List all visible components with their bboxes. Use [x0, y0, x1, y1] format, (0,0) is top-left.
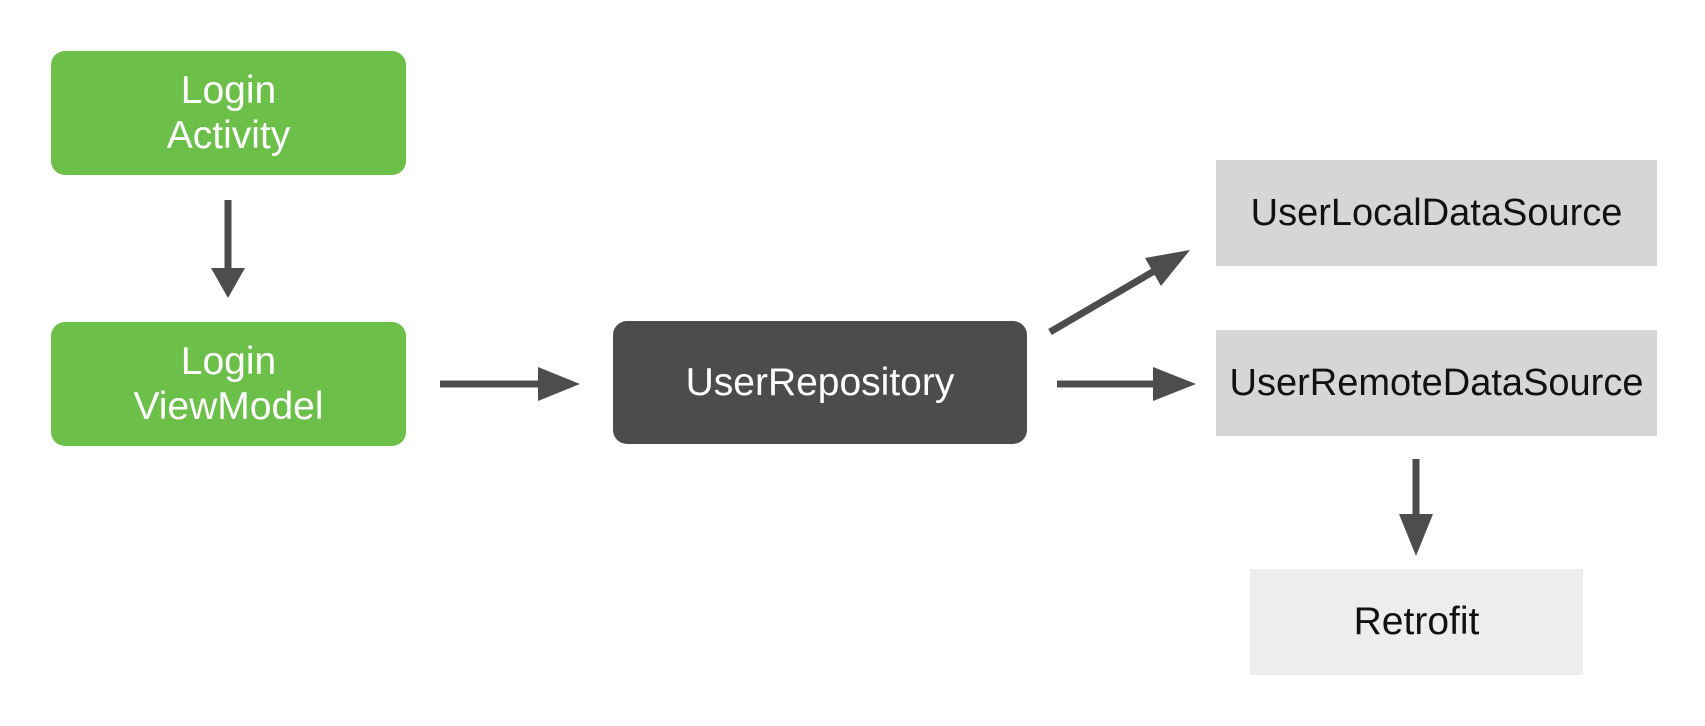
node-login-activity-label-line2: Activity [166, 114, 291, 157]
arrow-activity-to-viewmodel [211, 200, 245, 298]
node-retrofit: Retrofit [1250, 569, 1583, 675]
node-login-viewmodel-label-line2: ViewModel [133, 385, 324, 428]
node-user-remote-data-source: UserRemoteDataSource [1216, 330, 1657, 436]
arrow-repository-to-remote [1057, 367, 1196, 401]
node-user-repository: UserRepository [613, 321, 1027, 444]
node-login-activity: Login Activity [51, 51, 406, 175]
node-user-local-data-source-label: UserLocalDataSource [1250, 191, 1623, 234]
node-user-repository-label: UserRepository [685, 360, 955, 404]
arrow-viewmodel-to-repository [440, 367, 580, 401]
node-login-activity-label-line1: Login [180, 68, 277, 112]
node-login-viewmodel-label-line1: Login [180, 339, 277, 383]
arrow-repository-to-local [1048, 250, 1190, 336]
node-login-viewmodel: Login ViewModel [51, 322, 406, 446]
node-user-local-data-source: UserLocalDataSource [1216, 160, 1657, 266]
arrow-remote-to-retrofit [1399, 459, 1433, 556]
node-user-remote-data-source-label: UserRemoteDataSource [1229, 361, 1644, 404]
node-retrofit-label: Retrofit [1353, 600, 1480, 644]
